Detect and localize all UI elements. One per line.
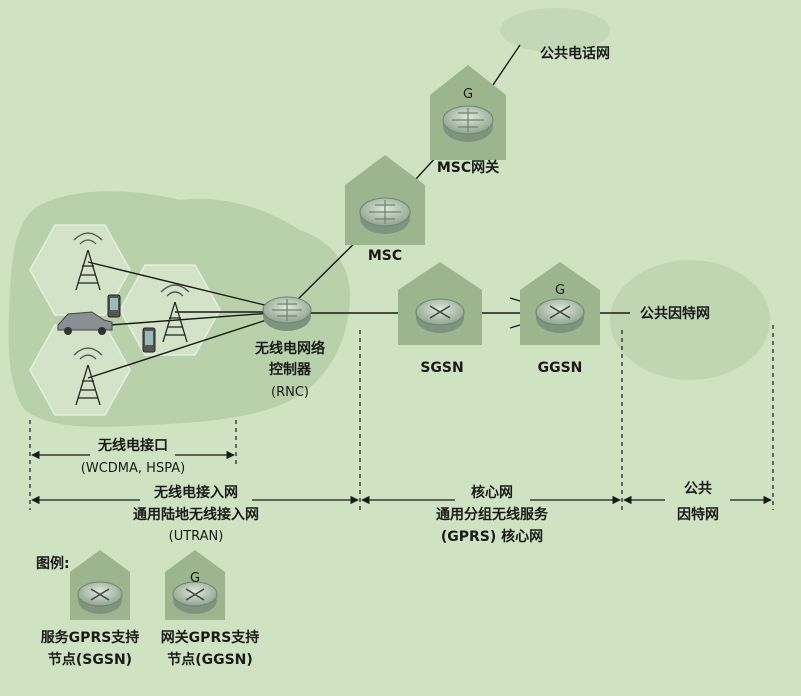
rnc-label-line1: 无线电网络	[254, 340, 325, 357]
ran-label-line3: (UTRAN)	[169, 529, 224, 544]
legend-sgsn-line1: 服务GPRS支持	[41, 629, 140, 646]
g-mark: G	[190, 571, 200, 586]
cell-tower-icon	[73, 232, 103, 291]
legend-ggsn-line1: 网关GPRS支持	[161, 629, 260, 646]
core-label-line2: 通用分组无线服务	[436, 506, 549, 523]
legend-sgsn-router-icon	[77, 581, 123, 614]
msc-gateway-label: MSC网关	[437, 159, 499, 176]
msc-gateway-router-icon	[442, 105, 494, 142]
cell-hexagon-top	[29, 224, 131, 316]
legend-ggsn-router-icon	[172, 581, 218, 614]
sgsn-router-icon	[415, 298, 465, 333]
g-mark: G	[463, 87, 473, 102]
span-arrows	[31, 450, 772, 505]
msc-router-icon	[359, 197, 411, 234]
radio-interface-sub: (WCDMA, HSPA)	[81, 461, 185, 476]
internet-cloud	[610, 260, 770, 380]
public-phone-label: 公共电话网	[540, 45, 610, 62]
sgsn-label: SGSN	[420, 360, 463, 376]
legend-title: 图例:	[36, 555, 70, 572]
phone-icon	[107, 294, 121, 318]
ran-label-line1: 无线电接入网	[153, 484, 238, 501]
legend-ggsn-line2: 节点(GGSN)	[167, 651, 253, 668]
rnc-label-line3: (RNC)	[271, 385, 309, 400]
g-mark: G	[555, 283, 565, 298]
ggsn-router-icon	[535, 298, 585, 333]
core-label-line3: (GPRS) 核心网	[441, 528, 543, 545]
radio-interface-label: 无线电接口	[97, 437, 168, 454]
cell-tower-icon	[73, 347, 103, 406]
ran-label-line2: 通用陆地无线接入网	[133, 506, 259, 523]
phone-icon	[142, 327, 156, 353]
rnc-label-line2: 控制器	[269, 361, 312, 378]
core-label-line1: 核心网	[471, 484, 513, 501]
ggsn-label: GGSN	[538, 360, 583, 376]
msc-label: MSC	[368, 248, 402, 264]
legend-sgsn-line2: 节点(SGSN)	[48, 651, 132, 668]
internet-span-line2: 因特网	[677, 506, 719, 523]
span-dividers	[29, 325, 774, 510]
internet-span-line1: 公共	[684, 480, 712, 497]
phone-network-cloud	[500, 8, 610, 52]
cell-tower-icon	[160, 284, 190, 343]
rnc-router-icon	[262, 296, 312, 331]
cell-hexagon-bottom	[29, 324, 131, 416]
car-icon	[57, 311, 113, 335]
public-internet-label: 公共因特网	[640, 305, 710, 322]
